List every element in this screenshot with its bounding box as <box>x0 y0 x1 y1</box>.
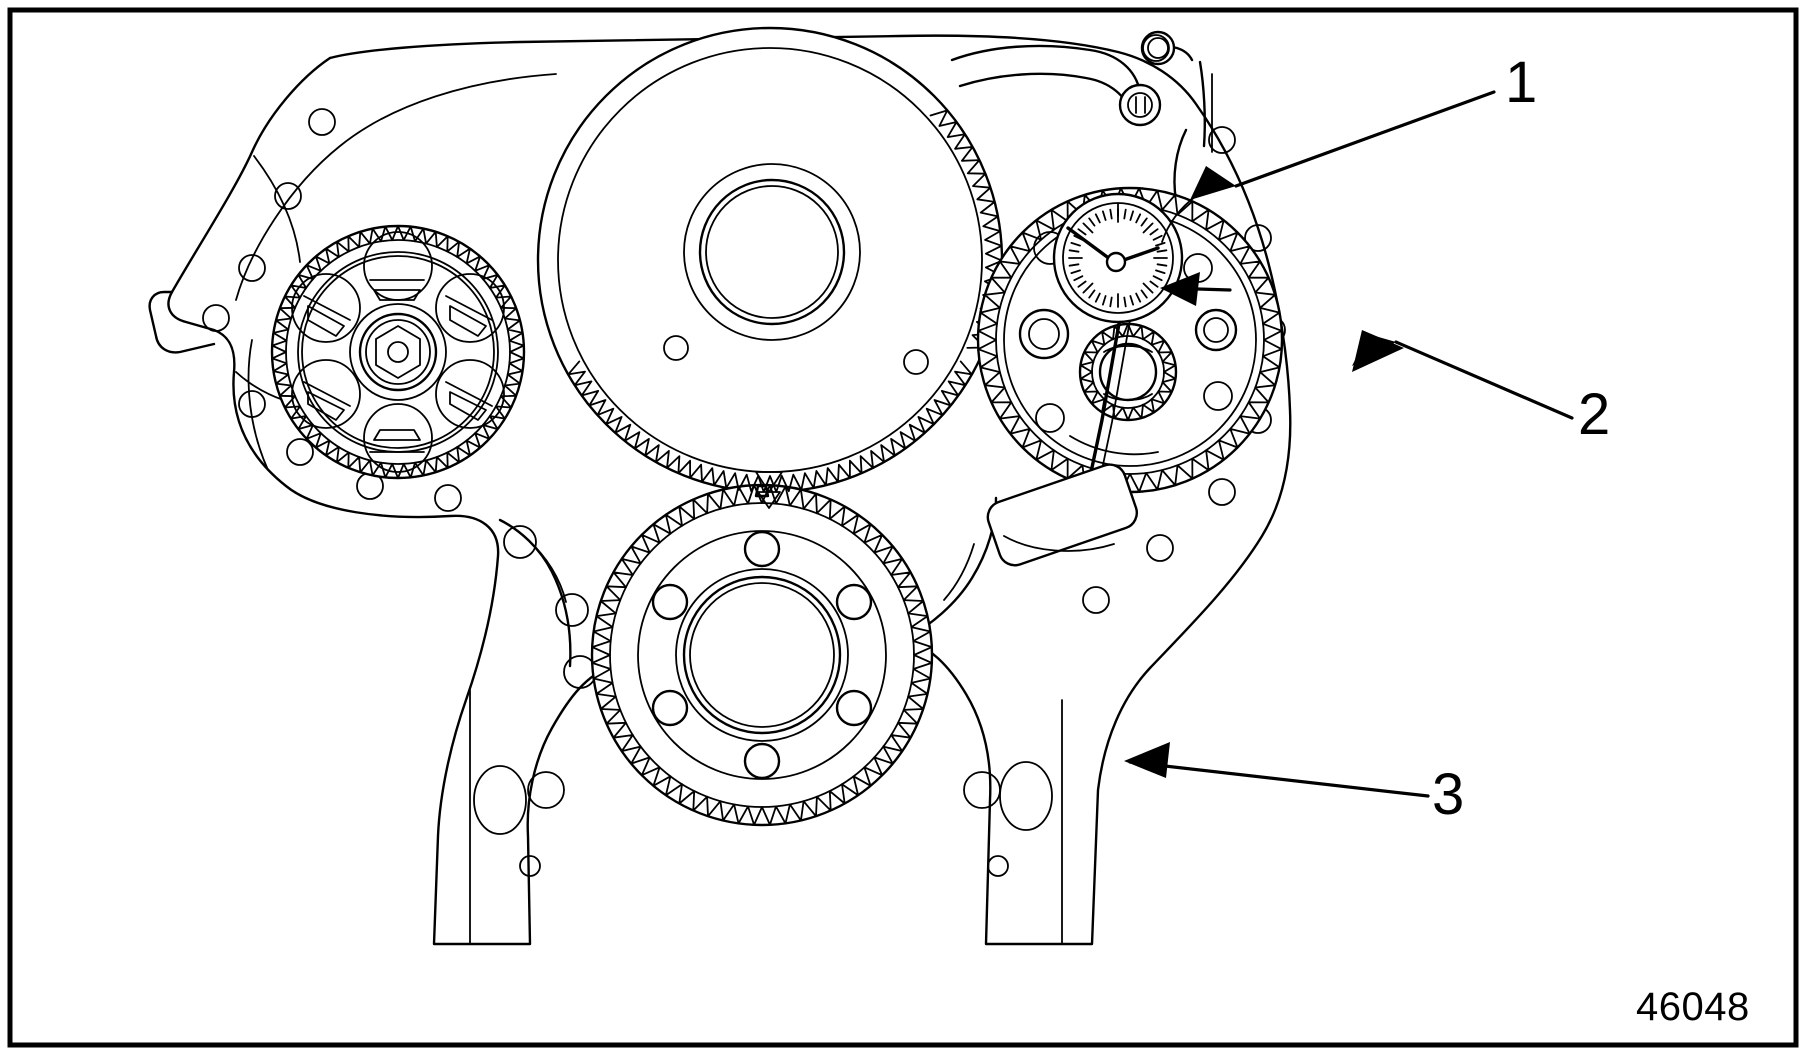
callout-leaders <box>1124 90 1574 798</box>
indicator-mount-base <box>986 316 1139 567</box>
figure-border <box>7 7 1799 1048</box>
figure-id-number: 46048 <box>1636 985 1750 1029</box>
timing-mark-arrow <box>755 471 783 509</box>
tensioner-arm <box>950 30 1213 202</box>
callout-3-label: 3 <box>1432 762 1465 827</box>
small-pinion-gear <box>1078 322 1178 422</box>
dial-indicator <box>1052 192 1184 324</box>
callout-2-label: 2 <box>1578 382 1611 447</box>
timing-gear-cover-housing <box>148 30 1292 946</box>
crankshaft-gear <box>590 483 934 827</box>
crankshaft-gear-bolt-holes <box>651 530 873 780</box>
callout-1-label: 1 <box>1505 50 1538 115</box>
hub-gear-teeth <box>567 360 973 493</box>
camshaft-gear-lightening-holes <box>291 231 505 473</box>
camshaft-gear <box>270 224 526 480</box>
